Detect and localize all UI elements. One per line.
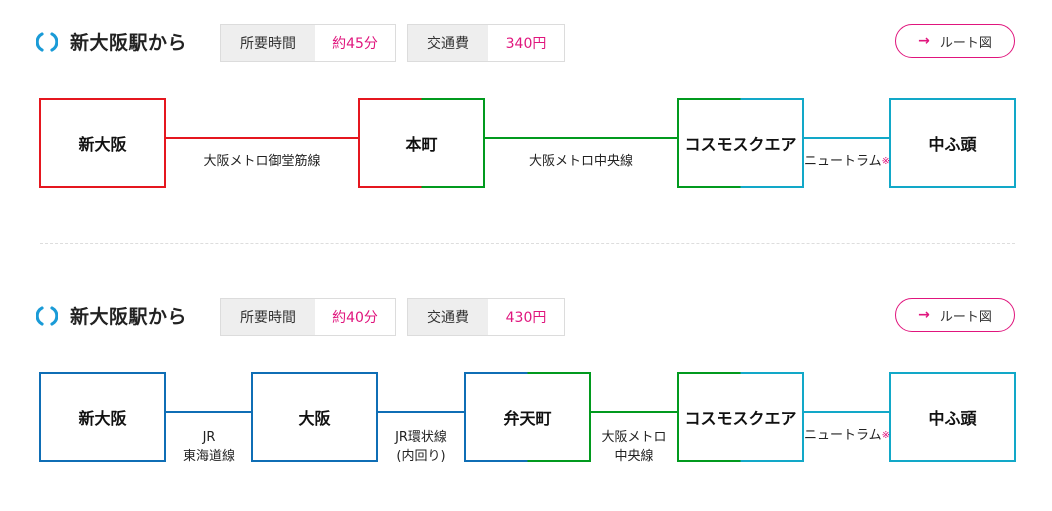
route-marker-icon	[36, 306, 58, 326]
travel-time-value: 約45分	[315, 25, 395, 61]
station-nakafuto: 中ふ頭	[889, 372, 1016, 462]
arrow-right-icon: →	[918, 33, 930, 49]
station-shin-osaka: 新大阪	[39, 372, 166, 462]
route-map-button[interactable]: → ルート図	[895, 24, 1015, 58]
fare: 交通費 340円	[407, 24, 565, 62]
travel-time: 所要時間 約40分	[220, 298, 396, 336]
line-midosuji	[164, 137, 360, 139]
fare-label: 交通費	[408, 299, 488, 335]
route-map-button-label: ルート図	[939, 309, 992, 325]
travel-time-value: 約40分	[315, 299, 395, 335]
station-osaka: 大阪	[251, 372, 378, 462]
line-newtram	[802, 411, 892, 413]
fare: 交通費 430円	[407, 298, 565, 336]
origin-title: 新大阪駅から	[70, 32, 188, 54]
station-shin-osaka: 新大阪	[39, 98, 166, 188]
line-label-newtram: ニュートラム※	[803, 428, 890, 443]
line-chuo	[483, 137, 679, 139]
fare-label: 交通費	[408, 25, 488, 61]
line-label-jr-loop: JR環状線 (内回り)	[395, 430, 447, 464]
fare-value: 340円	[488, 25, 564, 61]
line-label-chuo: 大阪メトロ 中央線	[601, 430, 667, 464]
station-bentencho: 弁天町	[464, 372, 591, 462]
travel-time: 所要時間 約45分	[220, 24, 396, 62]
line-label-chuo: 大阪メトロ中央線	[528, 154, 633, 169]
line-jr-tokaido	[164, 411, 254, 413]
origin-title: 新大阪駅から	[70, 306, 188, 328]
line-jr-loop	[376, 411, 466, 413]
line-chuo	[589, 411, 679, 413]
travel-time-label: 所要時間	[221, 299, 315, 335]
route-map-button[interactable]: → ルート図	[895, 298, 1015, 332]
line-newtram	[802, 137, 892, 139]
line-label-newtram: ニュートラム※	[803, 154, 890, 169]
fare-value: 430円	[488, 299, 564, 335]
station-nakafuto: 中ふ頭	[889, 98, 1016, 188]
arrow-right-icon: →	[918, 307, 930, 323]
route-map-button-label: ルート図	[939, 35, 992, 51]
travel-time-label: 所要時間	[221, 25, 315, 61]
route-marker-icon	[36, 32, 58, 52]
line-label-midosuji: 大阪メトロ御堂筋線	[203, 154, 321, 169]
route-divider	[40, 243, 1015, 244]
line-label-jr-tokaido: JR 東海道線	[182, 430, 235, 464]
station-cosmosquare: コスモスクエア	[677, 372, 804, 462]
station-hommachi: 本町	[358, 98, 485, 188]
station-cosmosquare: コスモスクエア	[677, 98, 804, 188]
